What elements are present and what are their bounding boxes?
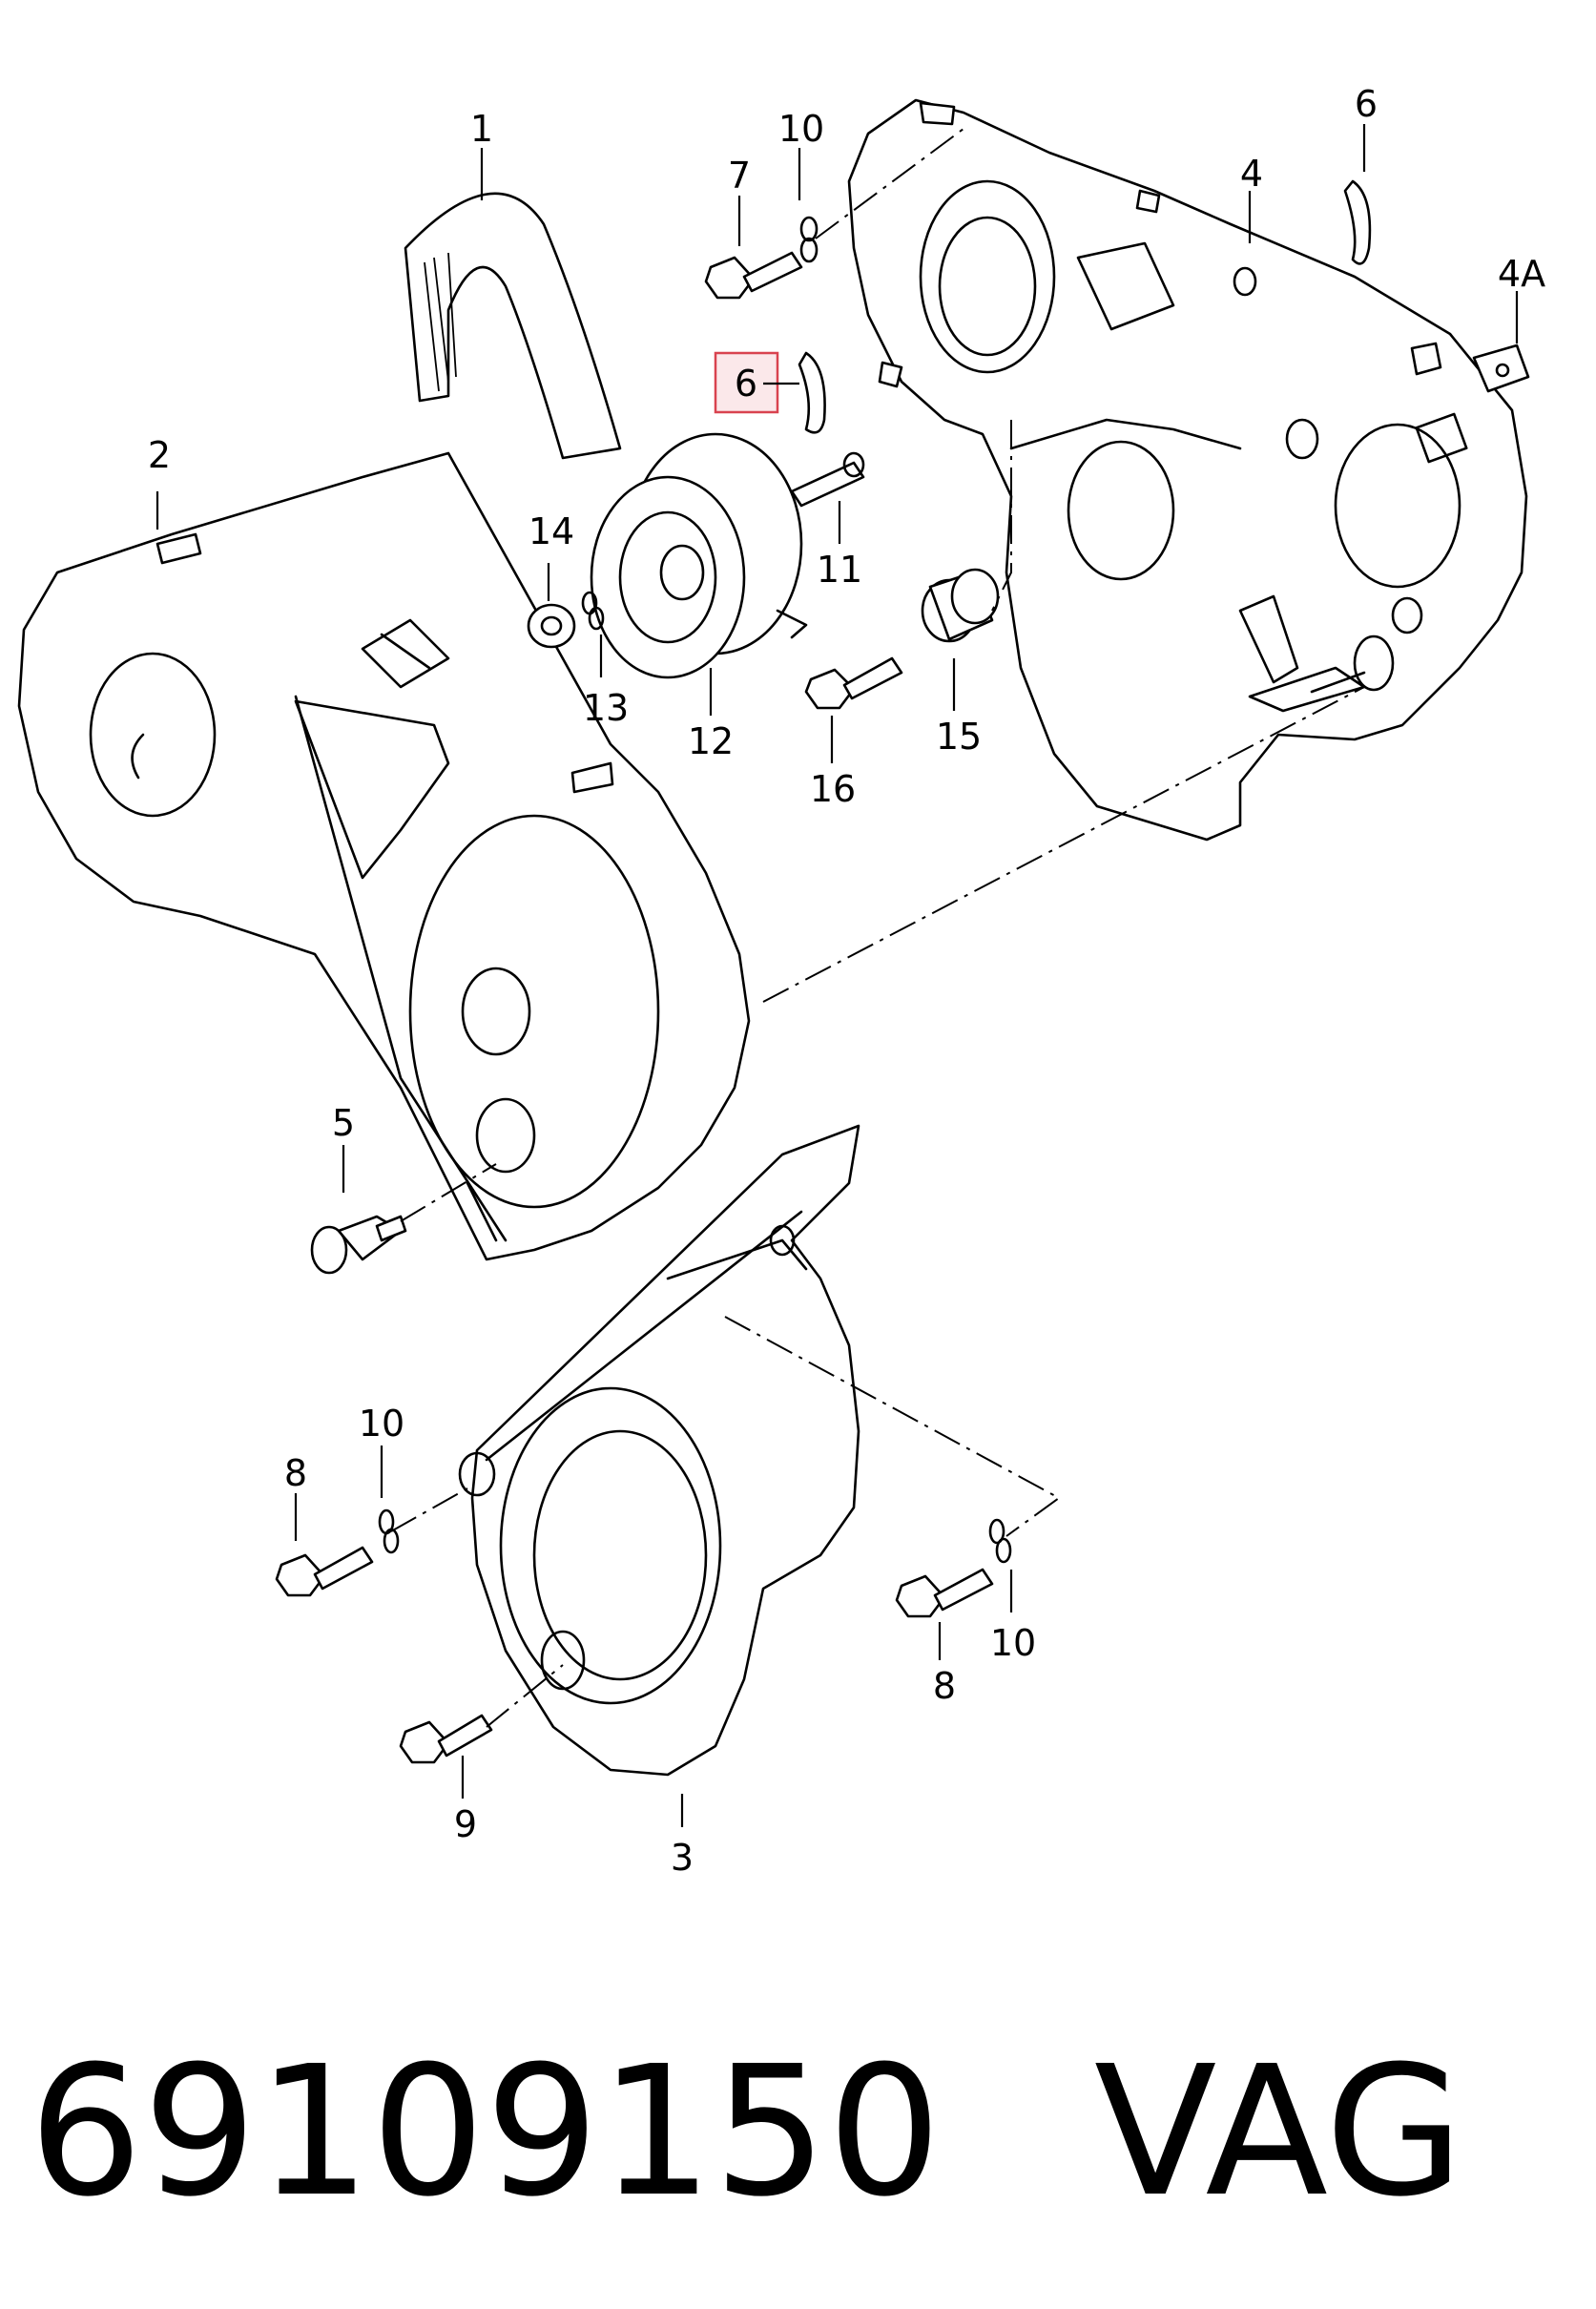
washer-13: [581, 591, 605, 631]
tensioner-roller: [590, 432, 808, 679]
callout-11: 11: [817, 549, 862, 591]
callout-8-left: 8: [284, 1452, 307, 1494]
callout-15: 15: [936, 716, 982, 758]
callout-10-right: 10: [990, 1622, 1036, 1664]
callout-5: 5: [332, 1102, 355, 1144]
bolt-7: [704, 251, 803, 300]
callout-10-left: 10: [359, 1403, 404, 1445]
callout-labels: 1 2 3 4 4A 5 6 6 7 8 8 9 10 10 10 11 12 …: [148, 83, 1545, 1879]
nut-4a: [1472, 343, 1530, 393]
fastener-5: [310, 1215, 407, 1275]
timing-belt-exploded-diagram: 1 2 3 4 4A 5 6 6 7 8 8 9 10 10 10 11 12 …: [17, 83, 1545, 1879]
callout-7: 7: [728, 155, 751, 197]
idler-15: [921, 568, 1000, 643]
callout-13: 13: [583, 687, 629, 729]
callout-6-highlighted: 6: [735, 363, 757, 405]
bolt-8-right: [895, 1568, 994, 1618]
clip-6-top: [1343, 179, 1372, 265]
callout-1: 1: [470, 108, 493, 150]
callout-8-right: 8: [933, 1665, 956, 1707]
bolt-8-left: [275, 1546, 374, 1597]
lower-timing-guard: [458, 1124, 860, 1777]
caption: 69109150 VAG: [29, 2028, 1574, 2237]
washer-10-left: [378, 1508, 400, 1554]
bolt-16: [804, 656, 903, 710]
callout-4a: 4A: [1498, 253, 1545, 295]
callout-2: 2: [148, 434, 171, 476]
callout-10-top: 10: [778, 108, 824, 150]
brand-name: VAG: [1093, 2028, 1464, 2236]
callout-16: 16: [810, 768, 856, 810]
callout-4: 4: [1240, 153, 1263, 195]
callout-3: 3: [671, 1837, 694, 1879]
upper-timing-guard: [17, 451, 751, 1261]
nut-14: [527, 603, 576, 649]
washer-10-top: [799, 216, 819, 263]
callout-12: 12: [688, 720, 734, 762]
stud-11: [790, 451, 865, 508]
callout-14: 14: [529, 510, 574, 552]
part-number: 69109150: [29, 2028, 942, 2236]
rear-timing-guard: [847, 98, 1528, 842]
washer-10-right: [988, 1518, 1012, 1564]
bolt-9: [399, 1714, 493, 1764]
callout-6-top: 6: [1355, 83, 1378, 125]
clip-6-highlighted: [798, 351, 826, 434]
leader-lines: [155, 124, 1519, 1827]
timing-belt: [404, 192, 622, 460]
assembly-lines: [390, 128, 1365, 1728]
callout-9: 9: [454, 1803, 477, 1845]
